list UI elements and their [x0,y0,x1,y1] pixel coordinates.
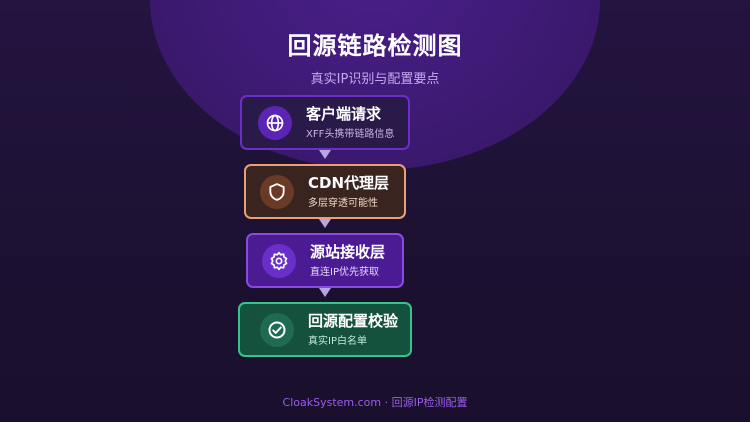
flow-node-origin-receive: 源站接收层 直连IP优先获取 [246,233,404,288]
globe-icon [258,105,292,140]
shield-icon [260,174,294,209]
node-description: 多层穿透可能性 [308,197,378,209]
node-title: 回源配置校验 [308,311,399,330]
check-circle-icon [260,312,294,347]
page-title: 回源链路检测图 [287,32,463,60]
node-description: XFF头携带链路信息 [306,128,395,140]
flow-arrow [319,150,331,159]
node-title: 源站接收层 [310,242,386,261]
flow-node-client-request: 客户端请求 XFF头携带链路信息 [240,95,410,150]
flow-node-cdn-proxy: CDN代理层 多层穿透可能性 [244,164,406,219]
gear-icon [262,243,296,278]
node-description: 直连IP优先获取 [310,266,379,278]
flow-arrow [319,219,331,228]
flow-node-origin-config-check: 回源配置校验 真实IP白名单 [238,302,412,357]
flow-arrow [319,288,331,297]
page-subtitle: 真实IP识别与配置要点 [310,72,440,87]
node-title: 客户端请求 [306,104,382,123]
footer-credit: CloakSystem.com · 回源IP检测配置 [282,396,468,409]
node-title: CDN代理层 [308,173,390,192]
node-description: 真实IP白名单 [308,335,367,347]
